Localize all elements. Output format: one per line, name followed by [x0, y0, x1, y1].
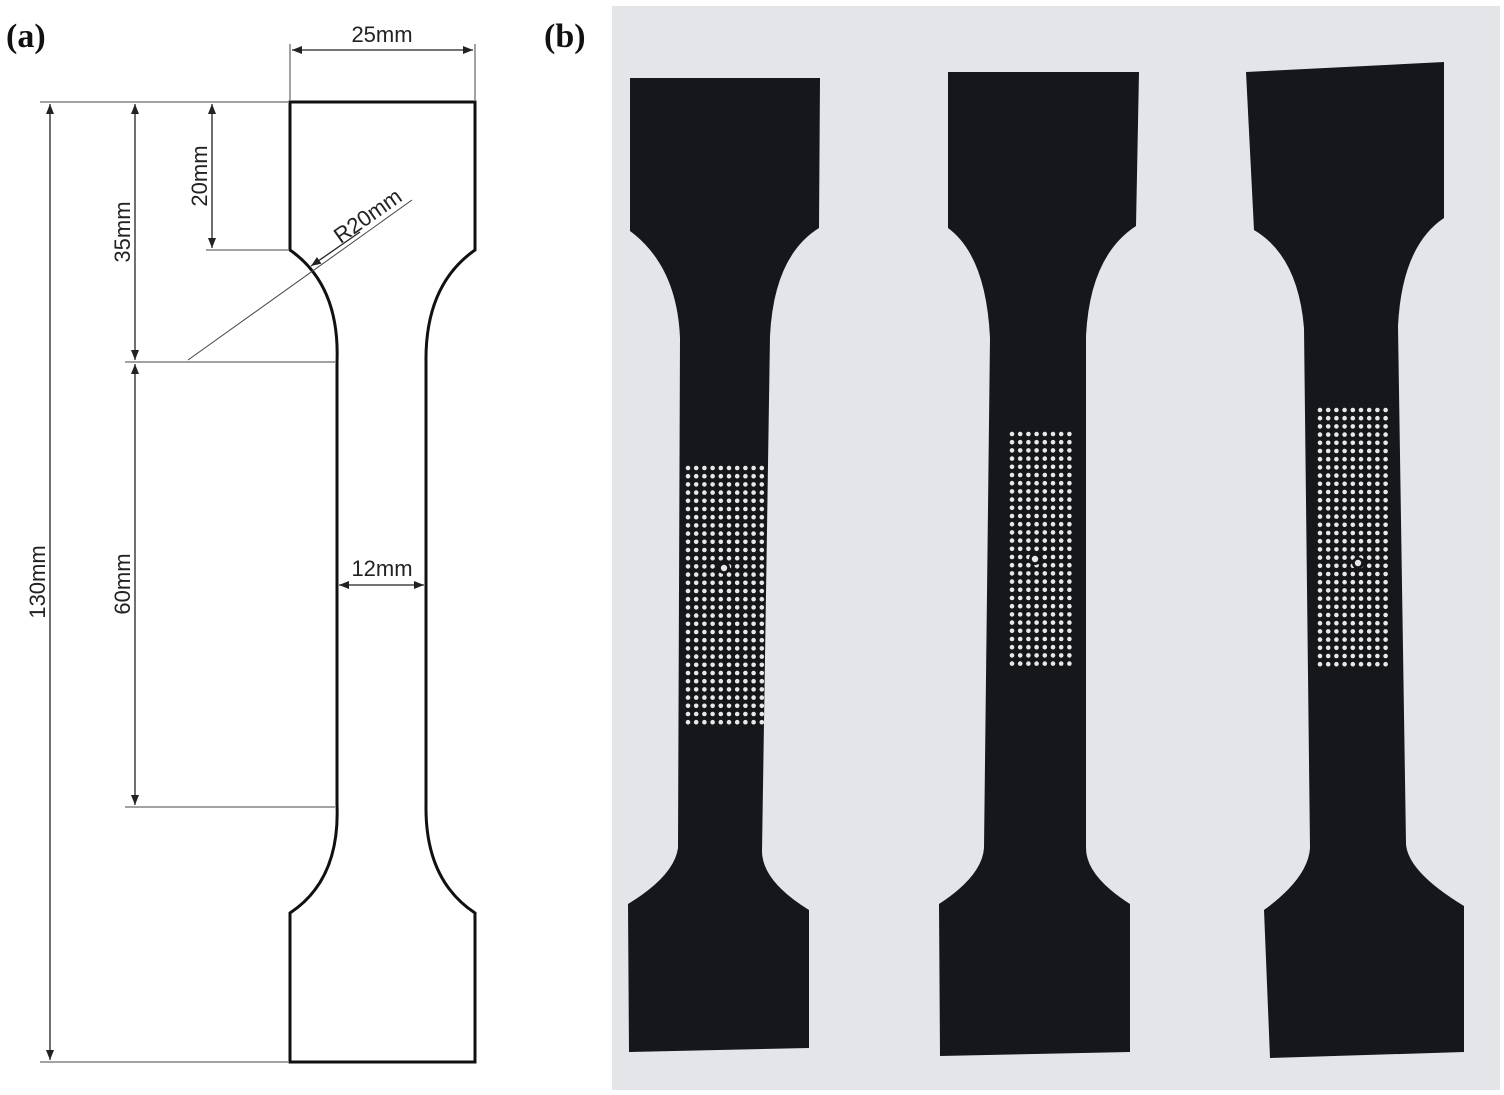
dim-total-length: 130mm — [25, 545, 50, 618]
specimen-outline — [288, 100, 477, 1064]
panel-a-label: (a) — [6, 18, 46, 55]
dim-radius: R20mm — [329, 184, 406, 249]
dim-gauge-width: 12mm — [351, 556, 412, 581]
dim-grip-length: 20mm — [187, 145, 212, 206]
dim-line-radius — [310, 231, 361, 267]
speckle-pattern-3 — [1317, 407, 1388, 667]
dim-width-top: 25mm — [351, 22, 412, 47]
panel-b-label: (b) — [544, 18, 586, 55]
specimen-drawing: 25mm 20mm 35mm 60mm 130mm 12mm R20mm — [25, 22, 477, 1064]
speckle-pattern-2 — [1009, 431, 1072, 666]
speckle-pattern-1 — [685, 465, 765, 725]
specimen-2 — [939, 72, 1139, 1056]
dim-shoulder-length: 35mm — [110, 201, 135, 262]
specimen-photo — [612, 6, 1500, 1090]
dim-gauge-length: 60mm — [110, 553, 135, 614]
